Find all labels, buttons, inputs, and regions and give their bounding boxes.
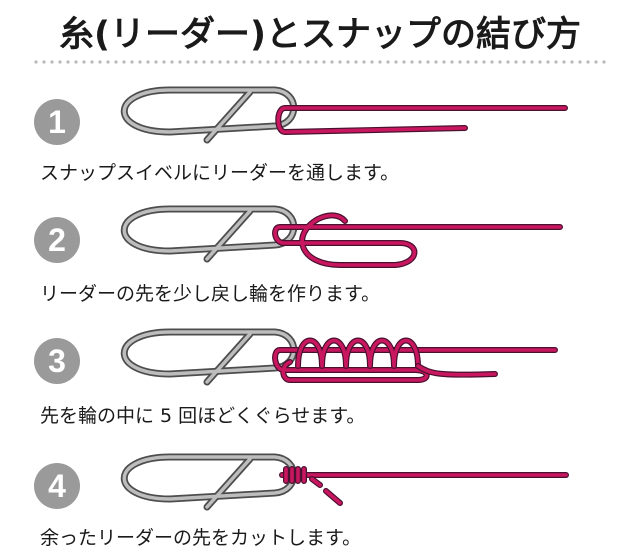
- page-title: 糸(リーダー)とスナップの結び方: [59, 15, 581, 55]
- step-4: 4 余ったリーダーの先をカットします。: [0, 443, 640, 555]
- trimmed-knot-illustration: [120, 453, 569, 511]
- step-caption: リーダーの先を少し戻し輪を作ります。: [40, 283, 381, 305]
- step-3: 3 先を輪の中に 5 回ほどくぐらせます。: [0, 318, 640, 433]
- step-1: 1 スナップスイベルにリーダーを通します。: [0, 70, 640, 185]
- leader-line: [279, 466, 569, 506]
- snap-swivel-icon: [120, 328, 298, 386]
- snap-leader-threading-illustration: [120, 86, 568, 144]
- step-number-badge: 4: [34, 463, 80, 509]
- step-caption: スナップスイベルにリーダーを通します。: [40, 162, 400, 184]
- step-number-badge: 2: [34, 217, 80, 263]
- snap-swivel-icon: [120, 453, 298, 511]
- leader-loop-illustration: [120, 205, 563, 268]
- step-number-badge: 3: [34, 338, 80, 384]
- snap-swivel-icon: [120, 86, 298, 144]
- leader-line: [272, 212, 563, 268]
- leader-line: [275, 105, 568, 135]
- snap-swivel-icon: [120, 205, 298, 263]
- step-caption: 先を輪の中に 5 回ほどくぐらせます。: [40, 405, 366, 427]
- step-number-badge: 1: [34, 99, 80, 145]
- step-caption: 余ったリーダーの先をカットします。: [40, 527, 362, 549]
- step-2: 2 リーダーの先を少し戻し輪を作ります。: [0, 195, 640, 310]
- leader-line: [272, 337, 558, 383]
- leader-wrapping-illustration: [120, 328, 558, 386]
- dotted-divider: [32, 60, 608, 64]
